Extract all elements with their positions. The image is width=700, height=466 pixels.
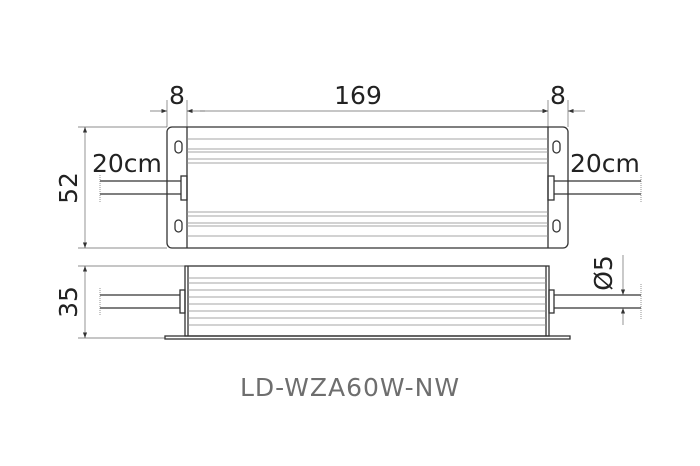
mount-hole-icon	[174, 140, 183, 154]
left-cable-length-label: 20cm	[92, 149, 162, 178]
mount-hole-icon	[552, 140, 561, 154]
left-flange-label: 8	[169, 81, 185, 110]
height-dimension: 35	[54, 265, 185, 339]
length-dimension: 8 169 8	[150, 81, 585, 127]
side-view: Ø5	[99, 255, 642, 340]
top-view: 20cm 20cm	[92, 126, 642, 249]
cable-diameter-label: Ø5	[589, 255, 618, 291]
mount-hole-icon	[174, 219, 183, 233]
model-label: LD-WZA60W-NW	[240, 373, 460, 402]
mount-hole-icon	[552, 219, 561, 233]
body-length-label: 169	[334, 81, 382, 110]
width-label: 52	[54, 172, 83, 204]
height-label: 35	[54, 286, 83, 318]
right-flange-label: 8	[550, 81, 566, 110]
right-cable-length-label: 20cm	[570, 149, 640, 178]
width-dimension: 52	[54, 126, 167, 249]
